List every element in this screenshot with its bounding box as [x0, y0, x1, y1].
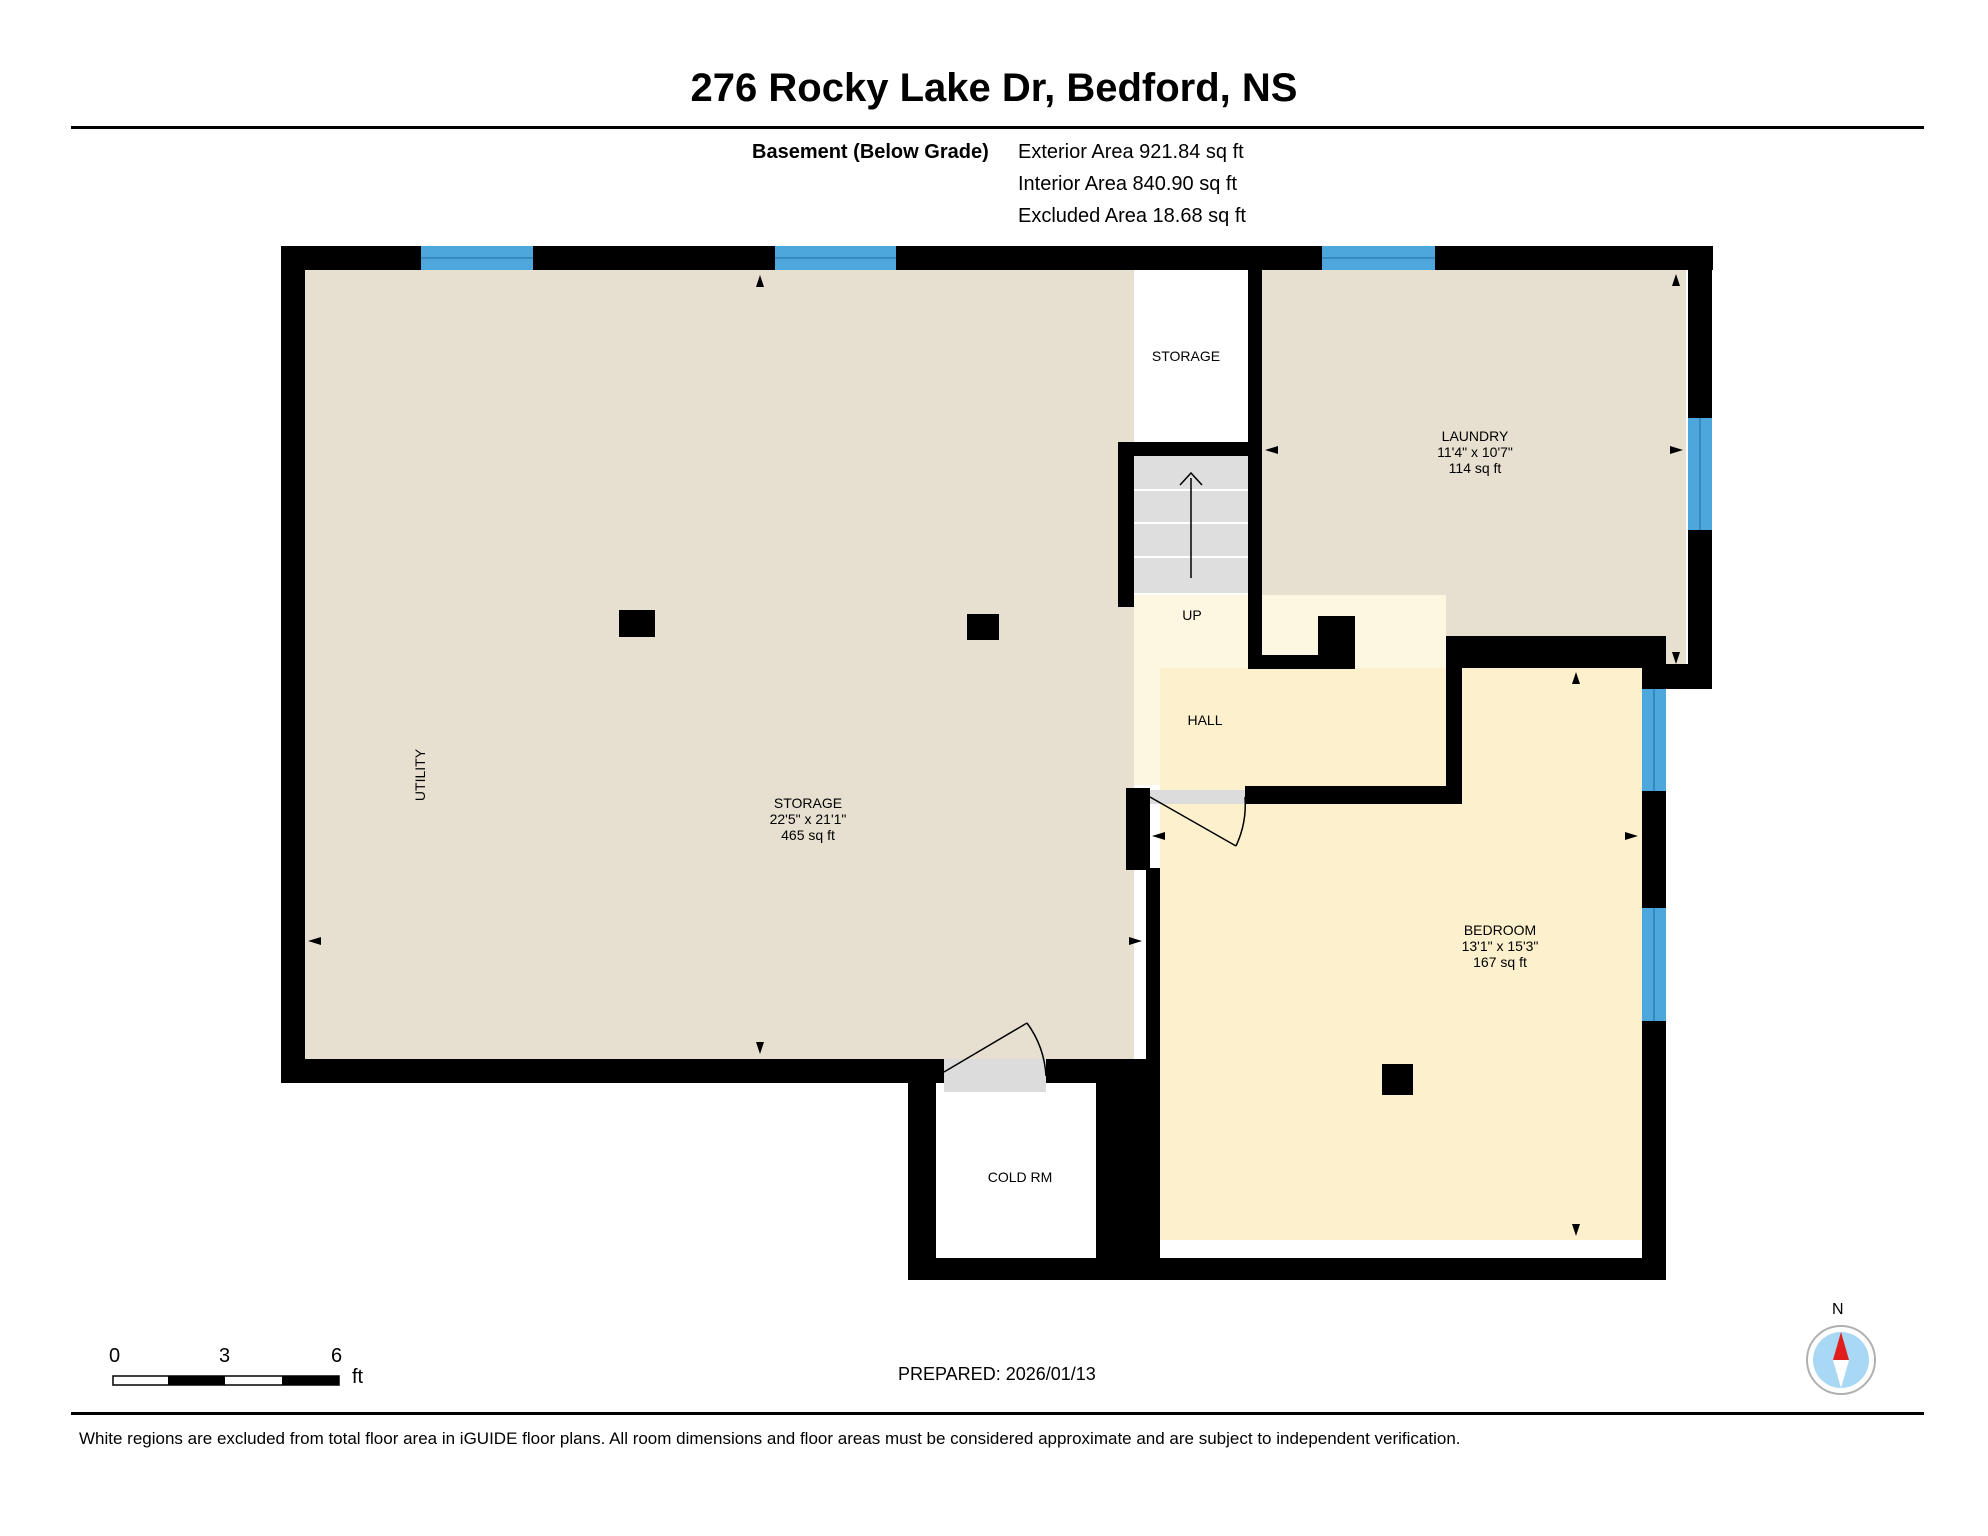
compass-icon: [1806, 1325, 1876, 1395]
footer-rule: [71, 1412, 1924, 1415]
scale-mark-0: 0: [109, 1345, 121, 1367]
bedroom-area: 167 sq ft: [1473, 954, 1527, 970]
storage-main-name: STORAGE: [774, 795, 842, 811]
storage-floor: [304, 269, 1134, 1059]
interior-area: Interior Area 840.90 sq ft: [1018, 173, 1238, 195]
stairs-up-label: UP: [1182, 607, 1201, 623]
exterior-area: Exterior Area 921.84 sq ft: [1018, 141, 1244, 163]
bedroom-floor: [1160, 668, 1642, 1240]
storage-main-area: 465 sq ft: [781, 827, 835, 843]
cold-room-name: COLD RM: [988, 1169, 1053, 1185]
level-label: Basement (Below Grade): [752, 141, 989, 163]
prepared-date: PREPARED: 2026/01/13: [898, 1364, 1096, 1384]
laundry-name: LAUNDRY: [1442, 428, 1509, 444]
hall-name: HALL: [1187, 712, 1222, 728]
storage-main-dims: 22'5" x 21'1": [770, 811, 847, 827]
bedroom-dims: 13'1" x 15'3": [1462, 938, 1539, 954]
laundry-area: 114 sq ft: [1449, 460, 1502, 476]
disclaimer-text: White regions are excluded from total fl…: [79, 1429, 1461, 1448]
utility-name: UTILITY: [412, 748, 428, 801]
scale-mark-3: 3: [219, 1345, 231, 1367]
compass-north-label: N: [1832, 1301, 1844, 1318]
excluded-area: Excluded Area 18.68 sq ft: [1018, 205, 1246, 227]
columns: [619, 610, 1413, 1095]
scale-unit: ft: [352, 1366, 364, 1388]
page-title: 276 Rocky Lake Dr, Bedford, NS: [690, 66, 1298, 110]
stairs: [1134, 456, 1248, 593]
title-rule: [71, 126, 1924, 129]
doors: [943, 790, 1247, 1092]
dimension-arrows: [308, 274, 1683, 1236]
window-lines: [421, 257, 1701, 1021]
cold-room-floor: [936, 1092, 1096, 1258]
scale-mark-6: 6: [331, 1345, 343, 1367]
storage-small-name: STORAGE: [1152, 348, 1220, 364]
scale-bar: [112, 1375, 340, 1386]
bedroom-name: BEDROOM: [1464, 922, 1536, 938]
laundry-dims: 11'4" x 10'7": [1437, 444, 1513, 460]
